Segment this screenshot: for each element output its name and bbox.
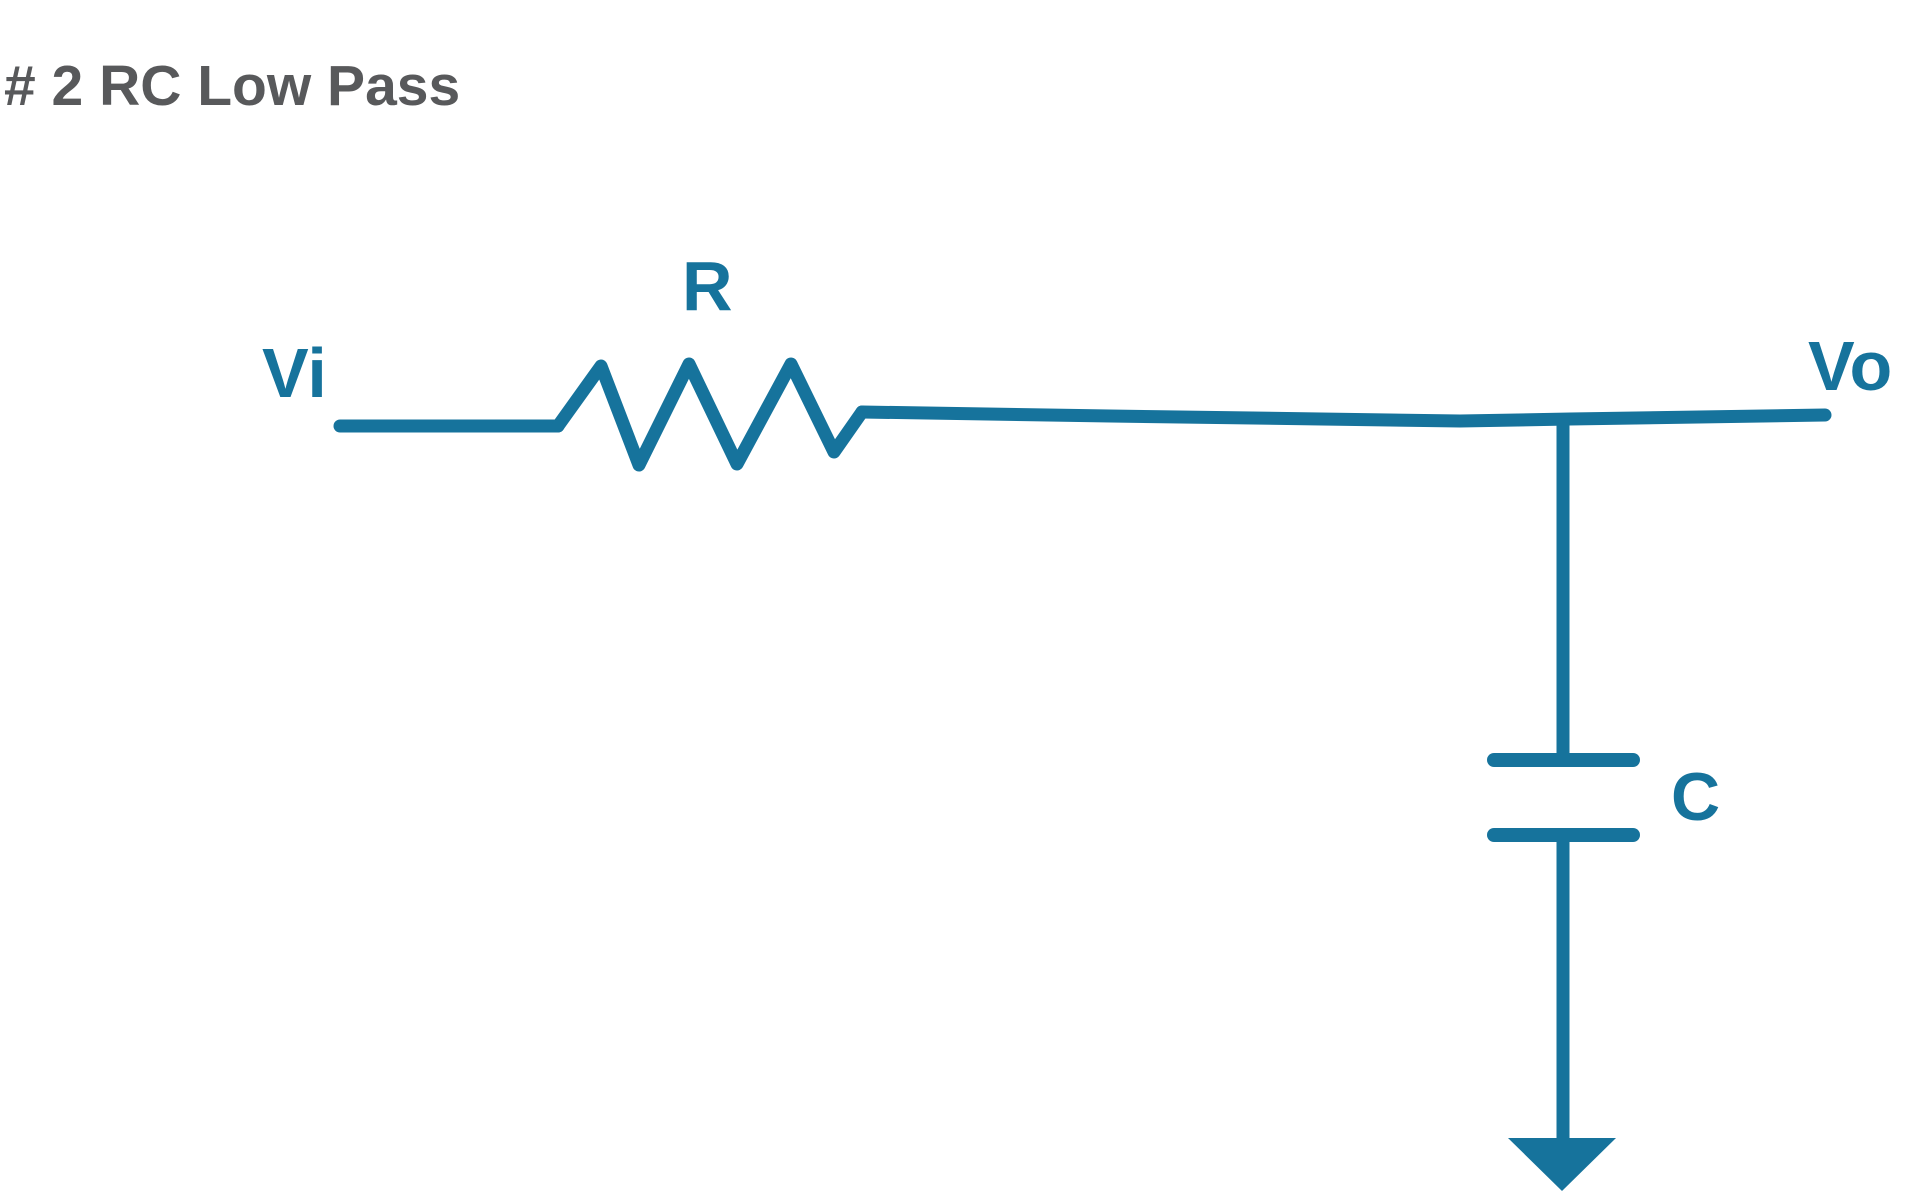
ground-arrow-icon (1508, 1138, 1616, 1191)
output-node-label: Vo (1808, 327, 1892, 405)
resistor-label: R (682, 247, 733, 325)
resistor-symbol (551, 357, 869, 472)
input-node-label: Vi (262, 334, 327, 412)
output-wire (855, 405, 1832, 428)
capacitor-label: C (1671, 759, 1720, 835)
page-title: # 2 RC Low Pass (4, 54, 460, 118)
